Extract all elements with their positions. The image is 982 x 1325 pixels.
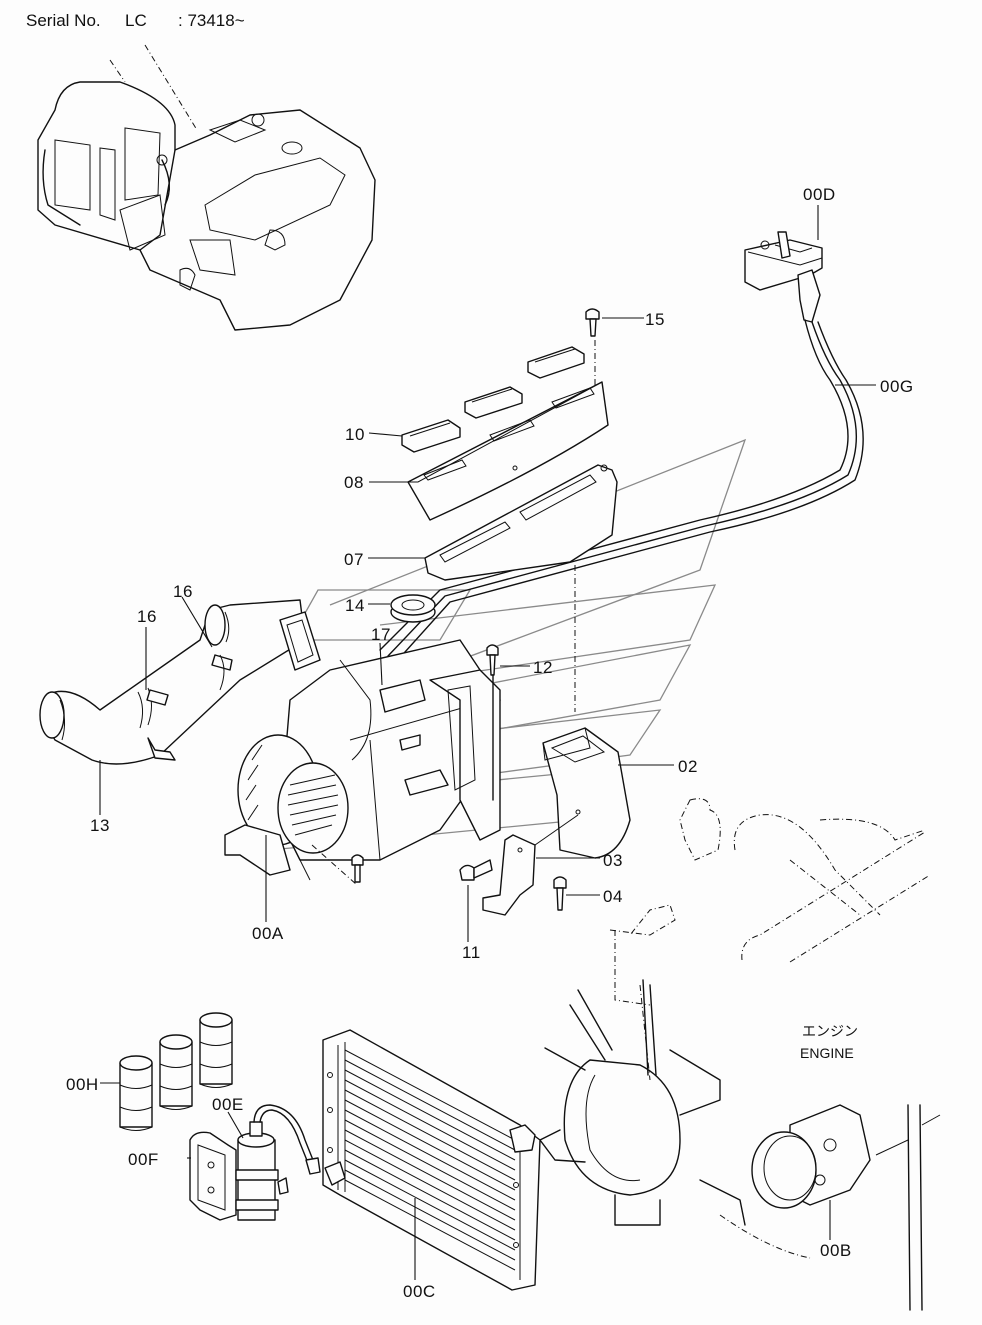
callout-00G: 00G <box>880 377 914 396</box>
part-00A-ac-unit <box>224 639 501 886</box>
callout-17: 17 <box>371 625 391 644</box>
control-panel-assembly <box>379 231 864 663</box>
callout-03: 03 <box>603 851 623 870</box>
serial-range: : 73418~ <box>178 11 245 30</box>
callout-00A: 00A <box>252 924 284 943</box>
callout-02: 02 <box>678 757 698 776</box>
callout-00D: 00D <box>803 185 836 204</box>
engine-label-english: ENGINE <box>800 1045 854 1061</box>
condenser-fins <box>344 1049 516 1271</box>
excavator-overview <box>37 44 376 331</box>
part-14-grommet <box>390 594 436 623</box>
callout-00F: 00F <box>128 1150 159 1169</box>
callout-00B: 00B <box>820 1241 852 1260</box>
callout-04: 04 <box>603 887 623 906</box>
part-00E-receiver-dryer <box>235 1104 321 1221</box>
callout-16-lower: 16 <box>137 607 157 626</box>
callout-16-upper: 16 <box>173 582 193 601</box>
callout-00C: 00C <box>403 1282 436 1301</box>
serial-number-header: Serial No. LC : 73418~ <box>26 11 245 30</box>
callout-12: 12 <box>533 658 553 677</box>
part-03-bracket <box>482 814 579 916</box>
callout-labels: 00D 00G 15 10 08 07 14 17 12 16 16 13 00… <box>66 185 914 1301</box>
callout-07: 07 <box>344 550 364 569</box>
callout-10: 10 <box>345 425 365 444</box>
callout-00H: 00H <box>66 1075 99 1094</box>
leader-lines <box>99 205 876 1280</box>
part-11-bolt <box>459 859 493 881</box>
part-04-bolt <box>553 876 567 911</box>
callout-14: 14 <box>345 596 365 615</box>
part-00C-condenser <box>322 1029 541 1291</box>
callout-15: 15 <box>645 310 665 329</box>
part-00B-compressor <box>719 1104 941 1311</box>
callout-00E: 00E <box>212 1095 244 1114</box>
callout-08: 08 <box>344 473 364 492</box>
callout-11: 11 <box>462 943 481 962</box>
part-12-bolt <box>486 644 499 801</box>
engine-label-japanese: エンジン <box>802 1023 858 1039</box>
engine-label: エンジン ENGINE <box>800 1023 858 1061</box>
part-13-hose-assembly <box>39 599 321 765</box>
part-00F-receiver-bracket <box>189 1131 237 1221</box>
serial-prefix: Serial No. <box>26 11 101 30</box>
part-08-duct-cover <box>407 381 609 521</box>
part-02-duct <box>542 727 631 859</box>
part-07-duct-base <box>424 464 618 712</box>
serial-model: LC <box>125 11 147 30</box>
callout-13: 13 <box>90 816 110 835</box>
engine-fan <box>539 979 746 1226</box>
part-00H-refrigerant-cans <box>119 1012 233 1131</box>
part-10-louvers <box>401 346 585 453</box>
engine-outline <box>609 798 931 1081</box>
